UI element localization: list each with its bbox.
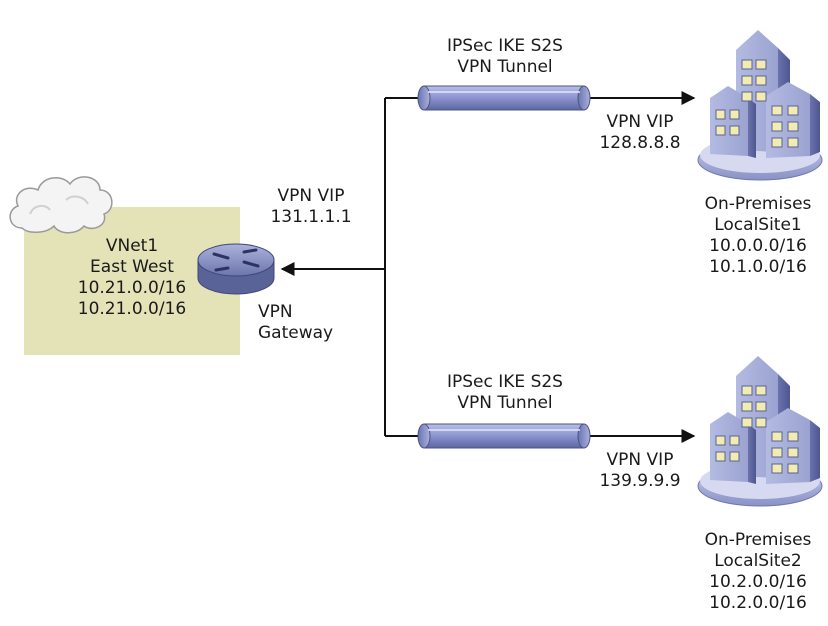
site-1-label: On-Premises LocalSite1 10.0.0.0/16 10.1.… xyxy=(688,194,828,278)
site-address-space: 10.2.0.0/16 xyxy=(709,572,807,592)
gateway-vip-label: VPN VIP 131.1.1.1 xyxy=(256,186,366,228)
vnet-name: VNet1 xyxy=(105,236,159,256)
site-type: On-Premises xyxy=(704,530,812,550)
cloud-icon xyxy=(9,176,113,234)
gateway-vip-address: 131.1.1.1 xyxy=(270,207,352,227)
connector-lines xyxy=(280,91,696,443)
tunnel-title-line1: IPSec IKE S2S xyxy=(447,372,563,392)
vnet-address-space: 10.21.0.0/16 xyxy=(77,278,187,298)
remote-vip-title: VPN VIP xyxy=(606,450,674,470)
gateway-label-line2: Gateway xyxy=(258,323,334,343)
vpn-tunnel-2-pipe xyxy=(417,423,591,449)
tunnel-title-line1: IPSec IKE S2S xyxy=(447,36,563,56)
remote-vip-1: VPN VIP 128.8.8.8 xyxy=(590,112,690,154)
building-icon-1 xyxy=(697,29,823,181)
site-name: LocalSite1 xyxy=(714,215,802,235)
tunnel-1-title: IPSec IKE S2S VPN Tunnel xyxy=(420,36,590,78)
building-icon-2 xyxy=(697,355,823,507)
vnet-address-space: 10.21.0.0/16 xyxy=(77,299,187,319)
site-2-label: On-Premises LocalSite2 10.2.0.0/16 10.2.… xyxy=(688,530,828,614)
site-address-space: 10.2.0.0/16 xyxy=(709,593,807,613)
site-address-space: 10.1.0.0/16 xyxy=(709,257,807,277)
router-icon xyxy=(197,243,275,295)
site-type: On-Premises xyxy=(704,194,812,214)
tunnel-title-line2: VPN Tunnel xyxy=(457,393,553,413)
vpn-tunnel-1-pipe xyxy=(417,85,591,111)
site-address-space: 10.0.0.0/16 xyxy=(709,236,807,256)
gateway-vip-title: VPN VIP xyxy=(277,186,345,206)
remote-vip-address: 128.8.8.8 xyxy=(599,133,681,153)
remote-vip-2: VPN VIP 139.9.9.9 xyxy=(590,450,690,492)
gateway-label: VPN Gateway xyxy=(258,302,358,344)
site-name: LocalSite2 xyxy=(714,551,802,571)
remote-vip-address: 139.9.9.9 xyxy=(599,471,681,491)
gateway-label-line1: VPN xyxy=(258,302,293,322)
vnet-region: East West xyxy=(90,257,174,277)
vnet-label: VNet1 East West 10.21.0.0/16 10.21.0.0/1… xyxy=(24,236,240,320)
tunnel-title-line2: VPN Tunnel xyxy=(457,57,553,77)
remote-vip-title: VPN VIP xyxy=(606,112,674,132)
tunnel-2-title: IPSec IKE S2S VPN Tunnel xyxy=(420,372,590,414)
